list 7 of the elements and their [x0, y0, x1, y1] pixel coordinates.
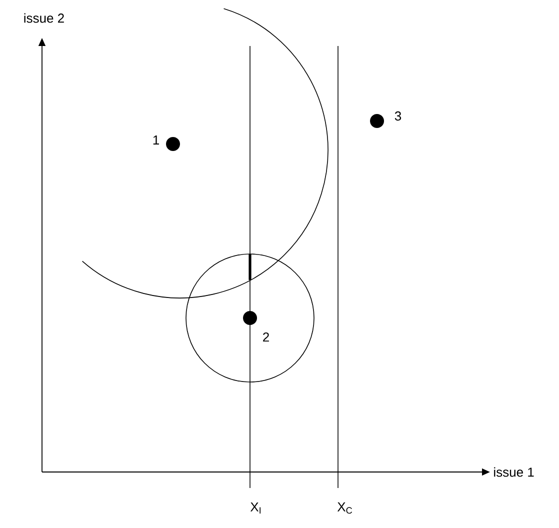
label: X$_{C}$ — [337, 502, 352, 514]
label: issue 2 — [24, 13, 64, 23]
label: 2 — [263, 332, 269, 342]
label: 3 — [394, 111, 402, 121]
label: X$_{I}$ — [250, 502, 261, 514]
label: issue 1 — [494, 467, 534, 477]
label: 1 — [153, 136, 159, 144]
